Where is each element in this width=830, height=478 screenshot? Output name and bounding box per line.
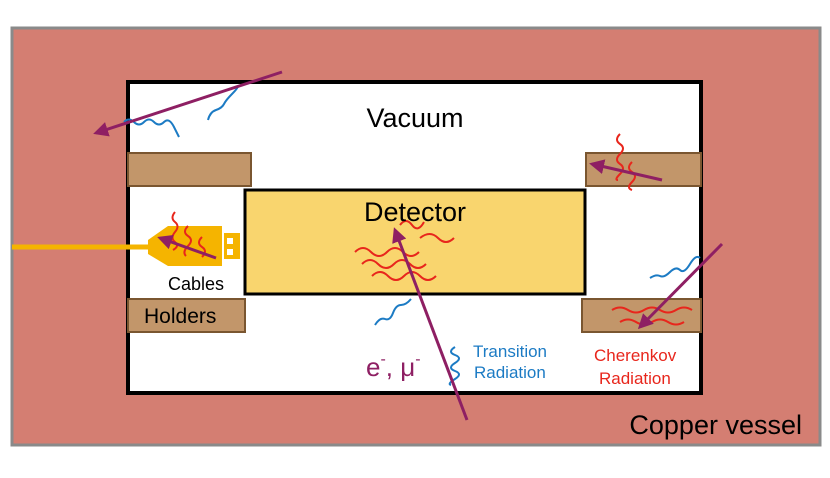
holder-top-left xyxy=(127,152,252,187)
track-bottom-right xyxy=(637,242,724,330)
cherenkov-radiation-label-line2: Radiation xyxy=(599,369,671,388)
holder-bottom-left xyxy=(127,298,246,333)
holder-top-right xyxy=(585,152,702,187)
copper-vessel-label: Copper vessel xyxy=(629,410,802,440)
detector xyxy=(243,188,587,296)
track-cable xyxy=(157,234,217,260)
vacuum-label: Vacuum xyxy=(366,103,463,133)
track-main xyxy=(392,227,469,421)
cherenkov-radiation-label-line1: Cherenkov xyxy=(594,346,677,365)
detector-label: Detector xyxy=(364,197,466,227)
particle-tracks xyxy=(93,70,724,421)
transition-radiation-label-line2: Radiation xyxy=(474,363,546,382)
holders-label: Holders xyxy=(144,305,216,328)
track-top-right xyxy=(589,159,663,182)
particle-label: e-, μ- xyxy=(366,351,421,382)
cables-label: Cables xyxy=(168,274,224,294)
track-top-left xyxy=(93,70,283,137)
transition-radiation-label-line1: Transition xyxy=(473,342,547,361)
